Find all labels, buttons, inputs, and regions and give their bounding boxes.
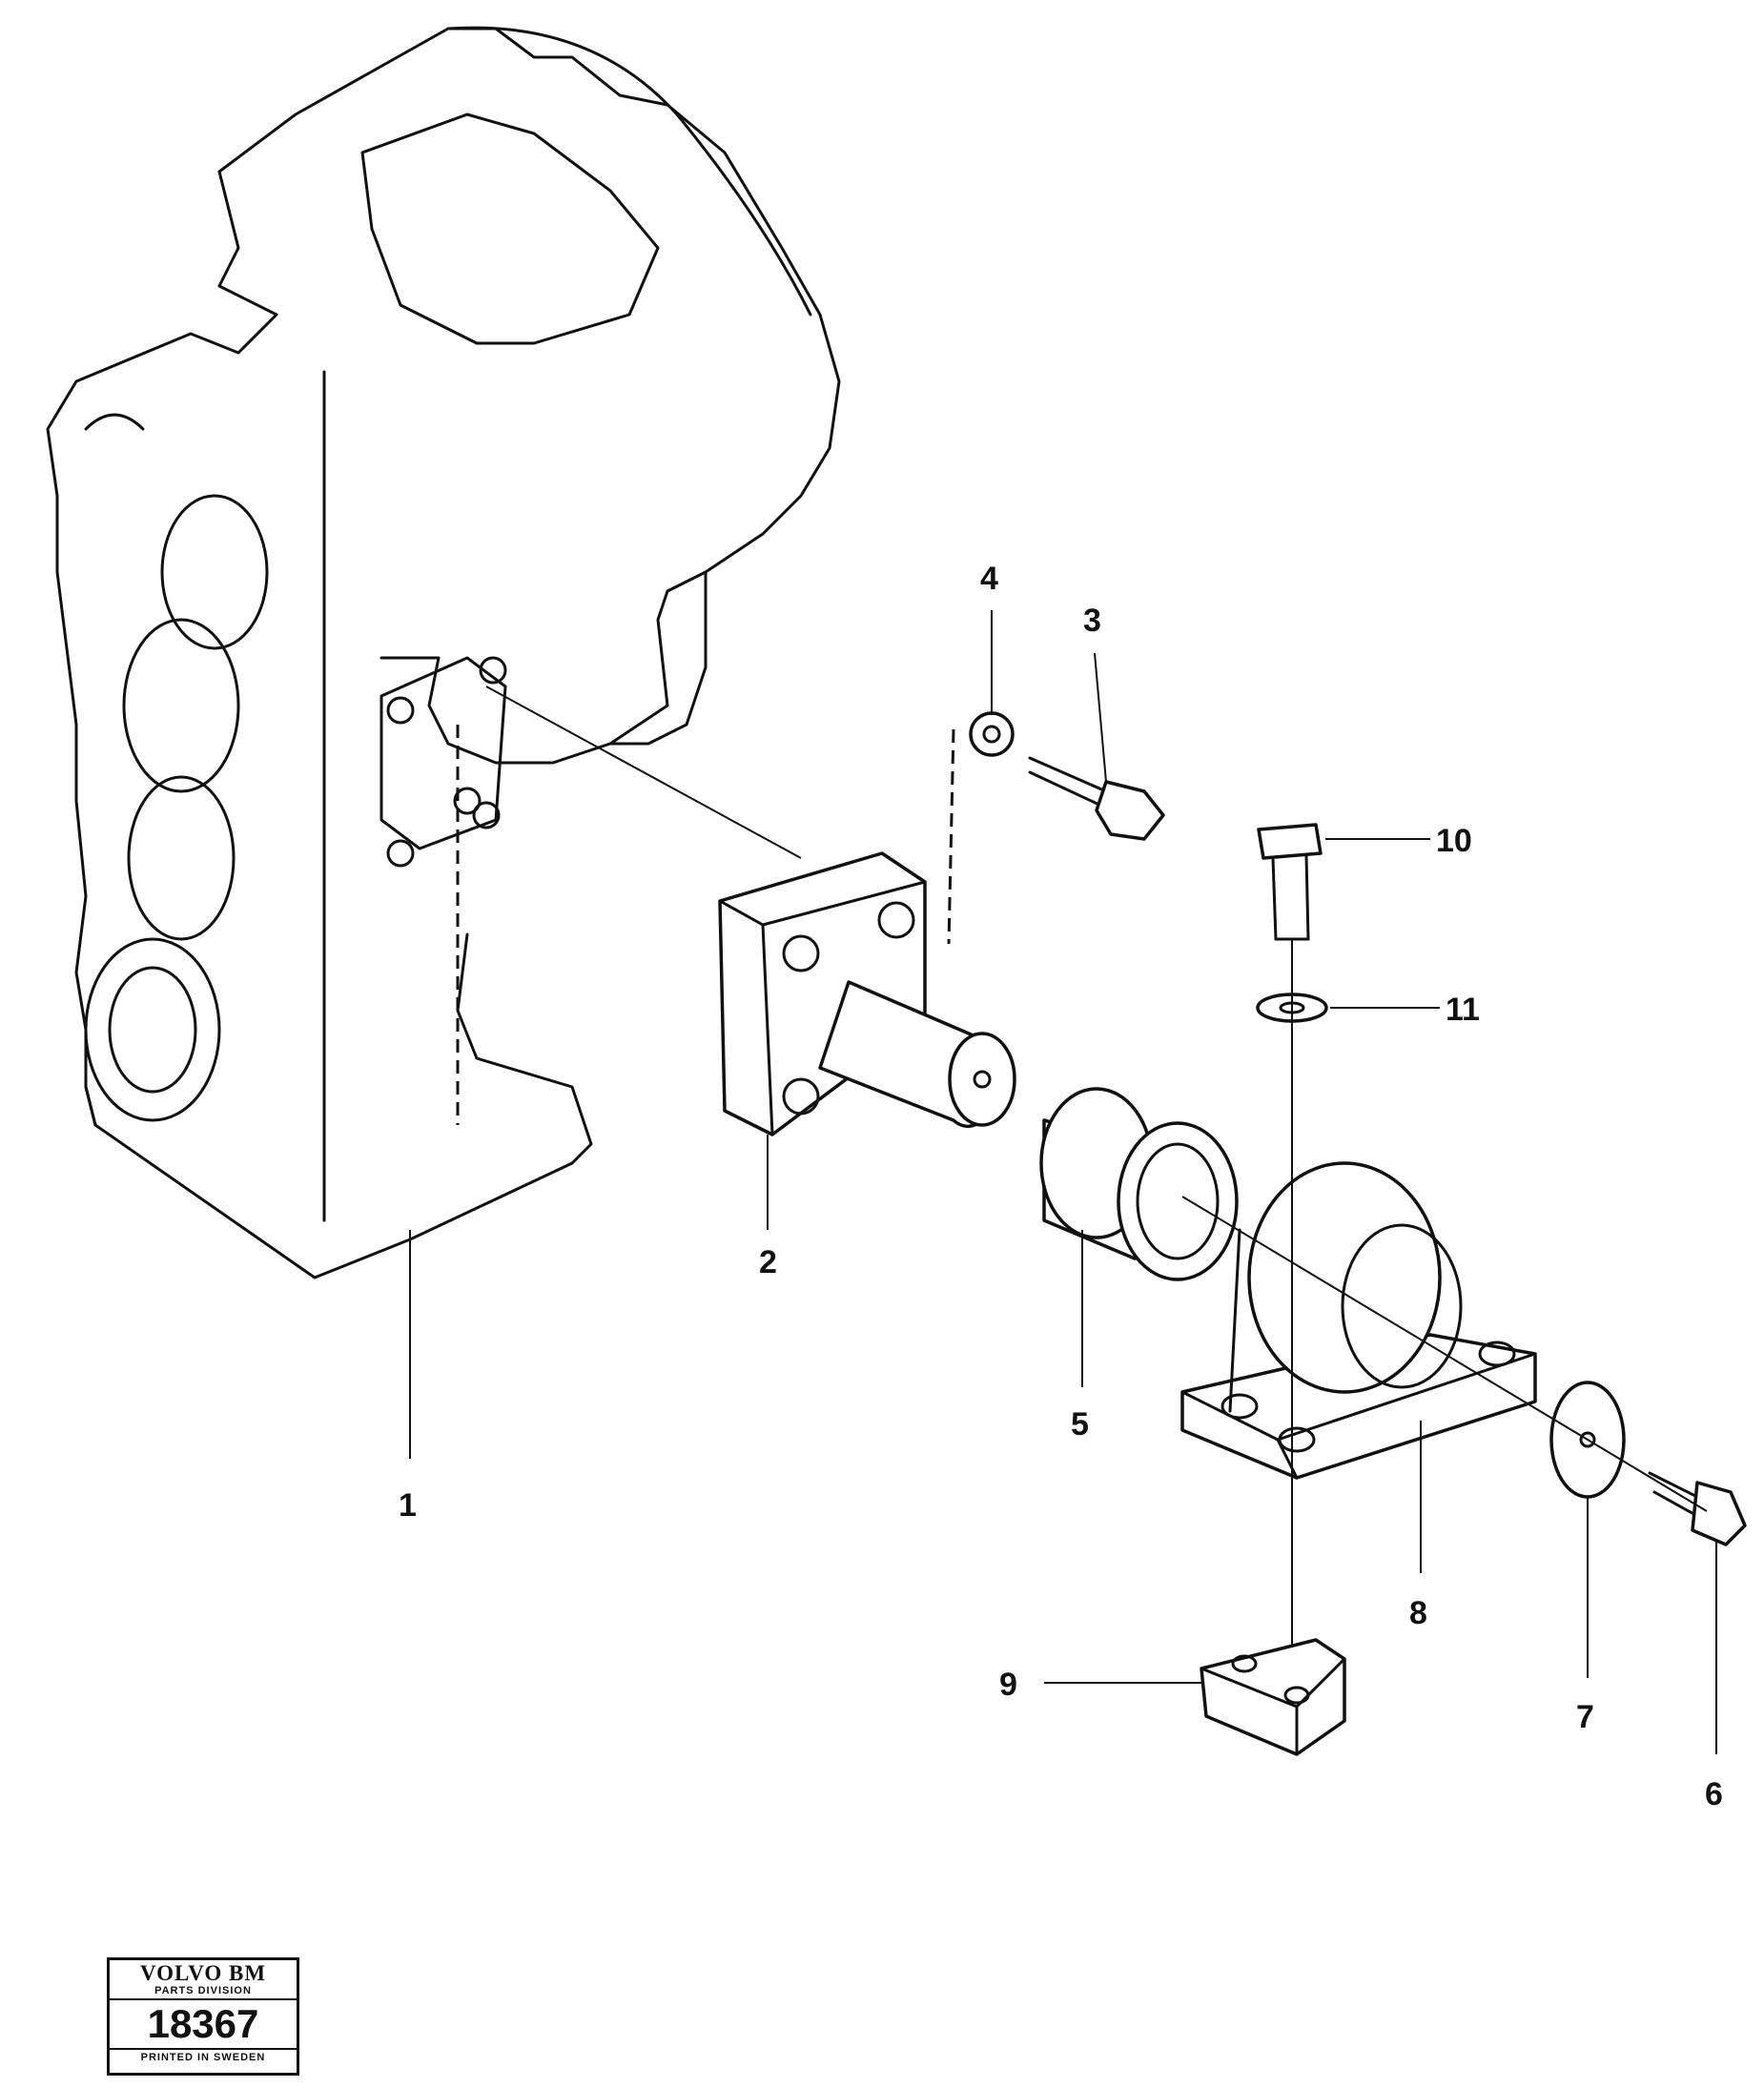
assembly-line-bolt3 [947,728,955,945]
transmission-housing [46,26,841,1279]
callout-4: 4 [980,561,998,597]
callout-11: 11 [1446,992,1480,1028]
callout-1: 1 [399,1487,417,1524]
callout-5: 5 [1071,1406,1089,1443]
stamp-number: 18367 [110,2000,297,2050]
assembly-line-axis [1181,1196,1708,1512]
callout-6: 6 [1705,1776,1723,1812]
bolt-3 [1028,756,1165,841]
callout-labels: 1 2 3 4 5 6 7 8 9 10 11 [399,561,1723,1812]
bolt-10 [1257,823,1323,941]
block-9 [1200,1638,1346,1756]
stamp-division: PARTS DIVISION [110,1985,297,2000]
callout-8: 8 [1409,1595,1427,1631]
callout-2: 2 [759,1244,777,1280]
callout-3: 3 [1083,603,1101,639]
callout-7: 7 [1576,1699,1594,1735]
assembly-line-flange [485,686,802,859]
flange-pin [718,851,1016,1136]
callout-10: 10 [1436,823,1472,859]
callout-9: 9 [999,1667,1017,1703]
bracket-8 [1180,1161,1537,1480]
bushing-5 [1039,1087,1239,1281]
volvo-bm-parts-stamp: VOLVO BM PARTS DIVISION 18367 PRINTED IN… [107,1957,299,2076]
leader-lines [409,610,1717,1754]
stamp-brand: VOLVO BM [139,1961,267,1985]
stamp-printed: PRINTED IN SWEDEN [140,2052,266,2063]
washer-4 [969,711,1015,757]
bolt-6 [1648,1471,1747,1546]
